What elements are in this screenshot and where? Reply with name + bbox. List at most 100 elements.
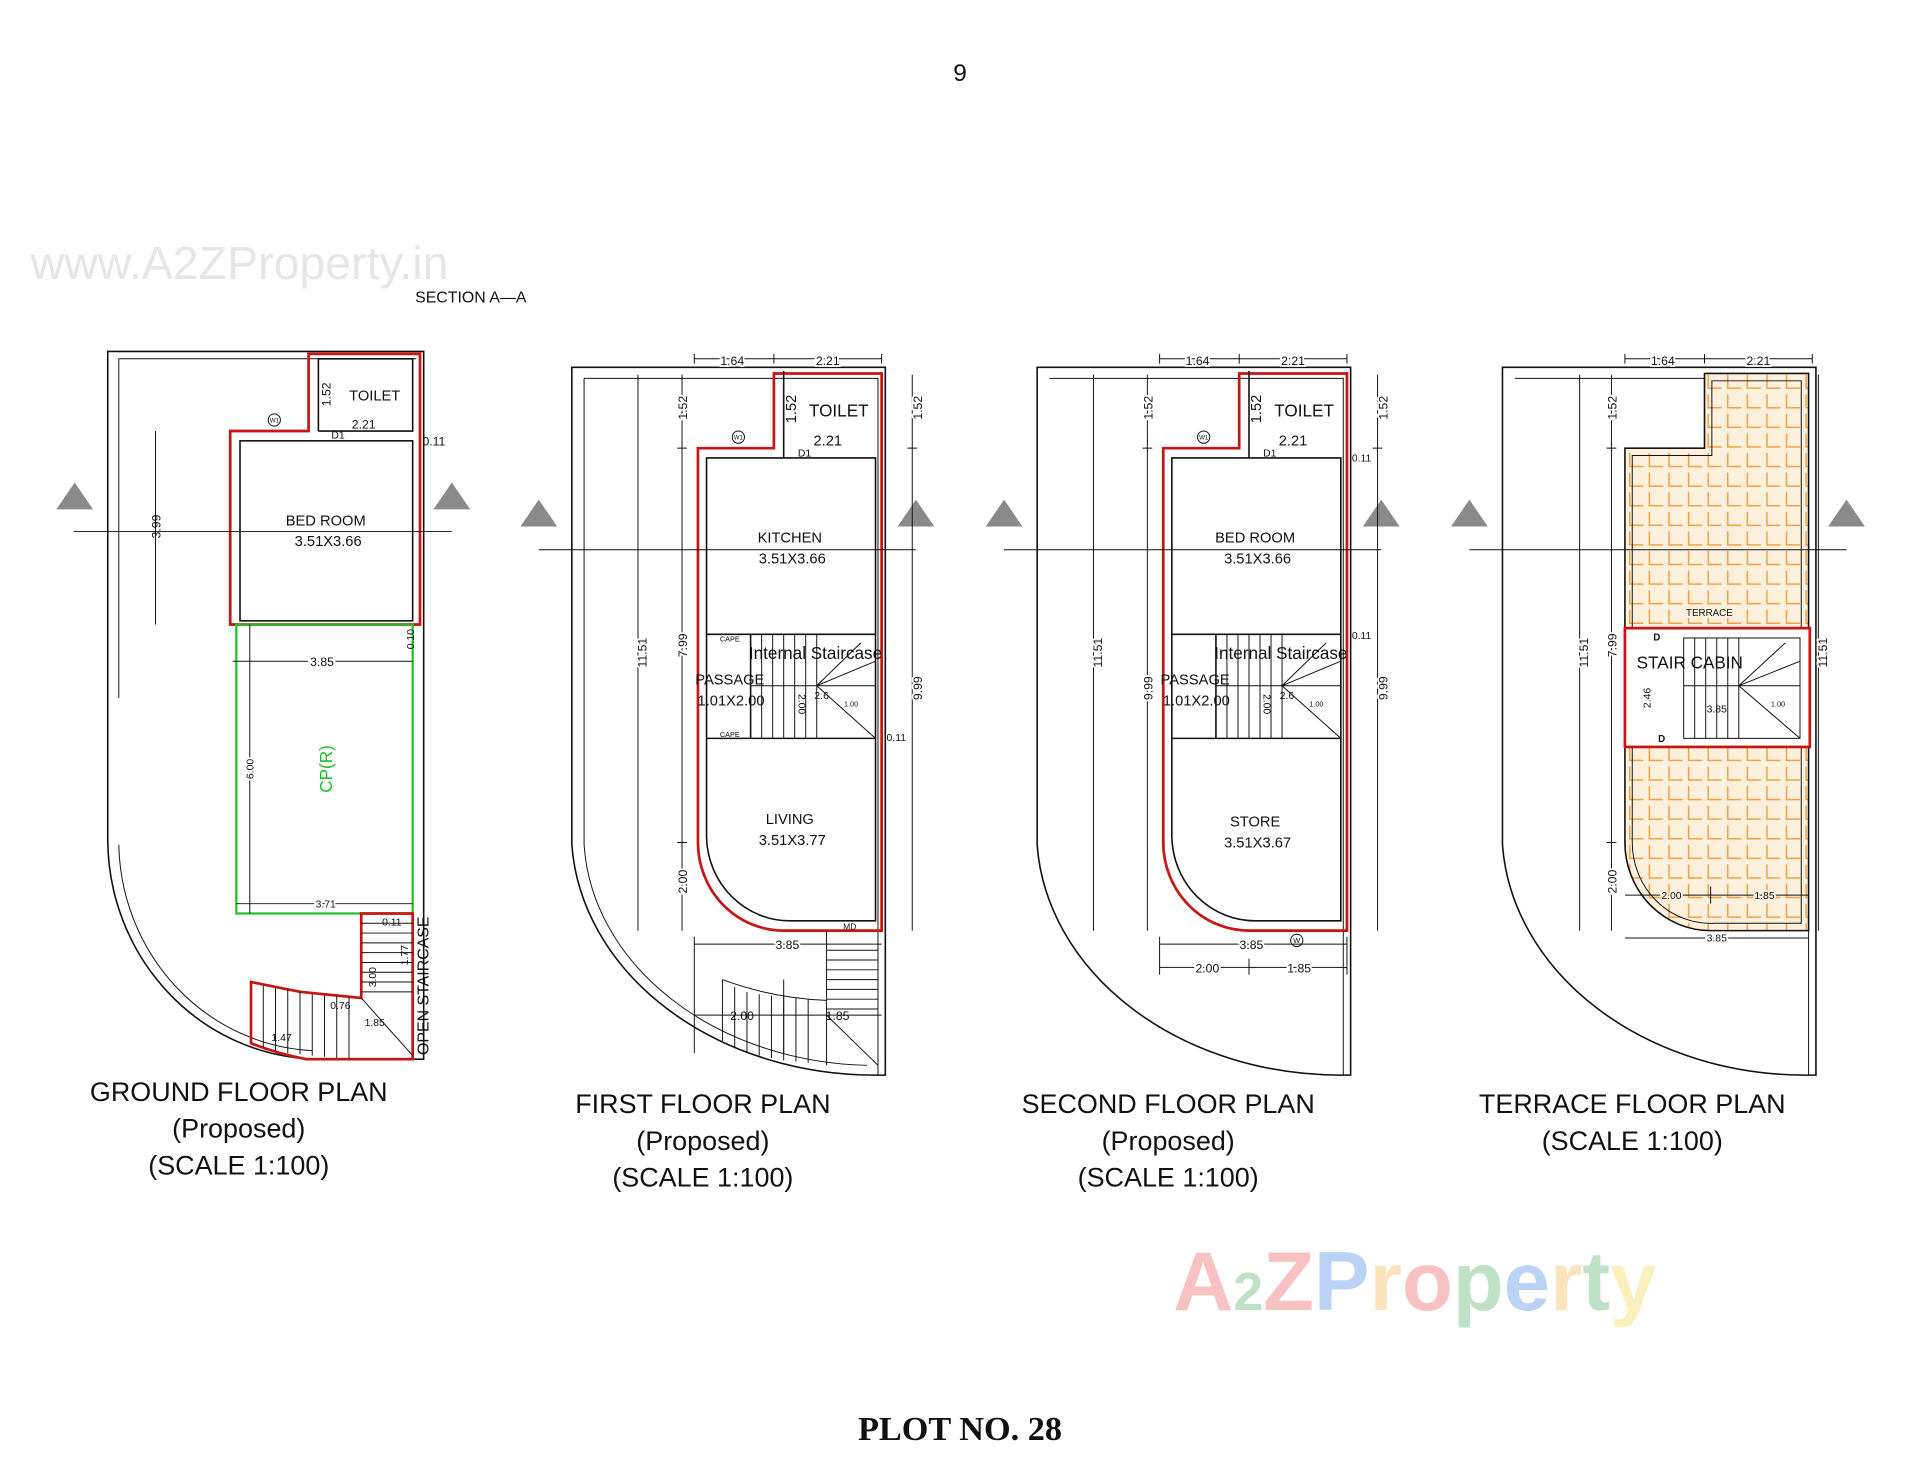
dim-toilet-h: 1.52: [1249, 395, 1265, 424]
dim-top-b: 2.21: [1281, 354, 1305, 368]
toilet-label: TOILET: [809, 400, 869, 420]
section-marker-right: [1828, 499, 1865, 527]
passage-label: PASSAGE: [695, 672, 764, 688]
dim-top-b: 2.21: [1746, 354, 1770, 368]
internal-stair-treads: [750, 634, 876, 739]
dim-bottom: 3.85: [1240, 938, 1264, 952]
dim-stair-f: 0.11: [382, 918, 402, 929]
plot-boundary: [571, 366, 887, 1076]
dim-bottom-a: 2.00: [730, 1009, 754, 1023]
door-bottom: D: [1658, 734, 1665, 745]
bedroom-size: 3.51X3.66: [295, 534, 362, 550]
terrace-inner-line: [1631, 380, 1802, 924]
section-marker-left: [520, 499, 558, 527]
ground-scale: (SCALE 1:100): [148, 1150, 329, 1180]
dim-wall: 0.11: [422, 435, 445, 449]
dim-lines-side: [1579, 374, 1819, 931]
window-w1-marker: [267, 413, 281, 427]
passage-size: 1.01X2.00: [698, 693, 765, 709]
window-w1-label: W1: [734, 435, 744, 442]
living-label: LIVING: [766, 812, 814, 828]
dim-toilet-w: 2.21: [1279, 434, 1308, 450]
dim-cabin-w: 3.85: [1707, 705, 1727, 716]
window-w1-label: W1: [1199, 435, 1209, 442]
dim-toilet-w: 2.21: [352, 418, 376, 432]
dim-stair-a: 3.00: [368, 967, 379, 987]
dim-stair-w: 2.6: [814, 691, 829, 702]
door-d1: D1: [798, 449, 812, 460]
dim-stair-c: 0.76: [330, 1001, 350, 1012]
svg-text:A2ZProperty: A2ZProperty: [1173, 1235, 1656, 1328]
first-title: FIRST FLOOR PLAN: [575, 1089, 830, 1119]
stair-treads: [262, 922, 414, 1058]
dim-right-b: 9.99: [1376, 676, 1390, 700]
window-w1-marker: [1197, 430, 1211, 444]
dim-left-a: 1.52: [676, 396, 690, 420]
plot-boundary: [1501, 366, 1817, 1076]
second-subtitle: (Proposed): [1102, 1126, 1235, 1156]
terrace-title: TERRACE FLOOR PLAN: [1479, 1089, 1786, 1119]
internal-stair-treads: [1215, 634, 1342, 739]
first-subtitle: (Proposed): [636, 1126, 769, 1156]
dim-cp-w2: 3.71: [316, 899, 336, 910]
dim-stair-e: 1.47: [272, 1033, 292, 1044]
window-w-label: W: [1293, 936, 1300, 945]
bedroom-label: BED ROOM: [286, 513, 366, 529]
section-label: SECTION A—A: [415, 289, 527, 306]
ground-title: GROUND FLOOR PLAN: [90, 1077, 388, 1107]
door-d1: D1: [331, 430, 345, 441]
open-staircase-label: OPEN STAIRCASE: [416, 916, 433, 1054]
terrace-scale: (SCALE 1:100): [1542, 1126, 1723, 1156]
toilet-walls: [317, 357, 414, 432]
dim-right-a: 1.52: [911, 396, 925, 420]
bedroom-walls: [239, 440, 414, 622]
dim-wall-mid: 0.11: [1352, 631, 1372, 642]
dim-line-top: [1624, 353, 1813, 364]
page-number: 9: [953, 60, 967, 87]
watermark-url: www.A2ZProperty.in: [30, 237, 449, 289]
first-floor-plan: 1.64 2.21 TOILET 1.52 2.21 D1 W1 KITCHEN…: [520, 352, 935, 1193]
dim-right-b: 9.99: [911, 676, 925, 700]
dim-toilet-h: 1.52: [784, 395, 800, 424]
second-scale: (SCALE 1:100): [1078, 1163, 1259, 1193]
dim-left-a: 1.52: [1605, 396, 1619, 420]
dim-stair-landing: 1.00: [844, 700, 858, 709]
section-marker-left: [1451, 499, 1488, 527]
cape-bottom: CAPE: [720, 730, 740, 739]
plot-boundary: [1036, 366, 1352, 1076]
dim-cp-w: 3.85: [310, 655, 334, 669]
terrace-floor-plan: 1.64 2.21 TERRACE STAIR CABIN D D 2.46 3…: [1451, 352, 1865, 1156]
dim-lines-bottom: [1624, 886, 1809, 939]
terrace-label: TERRACE: [1686, 608, 1733, 619]
internal-staircase-label: Internal Staircase: [749, 643, 882, 663]
kitchen-size: 3.51X3.66: [759, 551, 826, 567]
building-outline: [696, 372, 883, 932]
dim-stair-h: 2.00: [1261, 694, 1272, 714]
second-floor-plan: 1.64 2.21 TOILET 1.52 2.21 D1 W1 0.11 0.…: [985, 352, 1400, 1193]
door-d1: D1: [1263, 449, 1277, 460]
car-parking-label: CP(R): [316, 745, 336, 793]
dim-right-total: 11.51: [1816, 638, 1830, 668]
dim-top-b: 2.21: [816, 354, 840, 368]
dim-lines-side: [1092, 374, 1383, 931]
boundary-inner-line: [583, 377, 879, 1076]
a2z-logo-watermark: A2ZProperty: [1173, 1235, 1656, 1328]
building-outline: [228, 352, 422, 626]
dim-right-a: 1.52: [1376, 396, 1390, 420]
first-scale: (SCALE 1:100): [612, 1163, 793, 1193]
stair-cabin: [1623, 626, 1812, 749]
dim-stair-w: 2.6: [1280, 691, 1295, 702]
dim-wall: 0.11: [887, 733, 907, 744]
dim-lines-bottom: [693, 936, 882, 1054]
section-marker-left: [56, 482, 94, 510]
exterior-stair: [721, 930, 879, 1066]
dim-lines-bottom: [1159, 936, 1348, 975]
dim-left-total: 11.51: [1091, 638, 1105, 668]
dim-stair-b: 1.77: [400, 945, 411, 965]
kitchen-label: KITCHEN: [758, 530, 822, 546]
cabin-stair-treads: [1683, 637, 1801, 739]
dim-bottom-b: 1.85: [1287, 961, 1311, 975]
section-marker-right: [1362, 499, 1400, 527]
dim-left-c: 2.00: [676, 870, 690, 894]
dim-stair-landing: 1.00: [1309, 700, 1323, 709]
